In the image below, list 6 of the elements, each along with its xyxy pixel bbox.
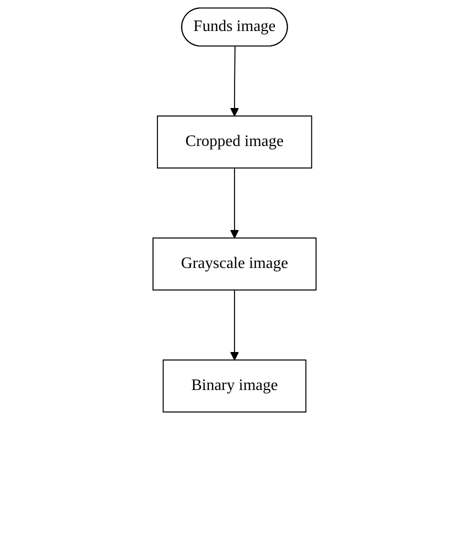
arrow bbox=[230, 168, 240, 238]
node-box: Binary image bbox=[163, 360, 307, 412]
arrow bbox=[230, 290, 240, 360]
arrow bbox=[230, 46, 240, 116]
node-box: Cropped image bbox=[157, 116, 313, 168]
node-box: Grayscale image bbox=[152, 238, 318, 290]
